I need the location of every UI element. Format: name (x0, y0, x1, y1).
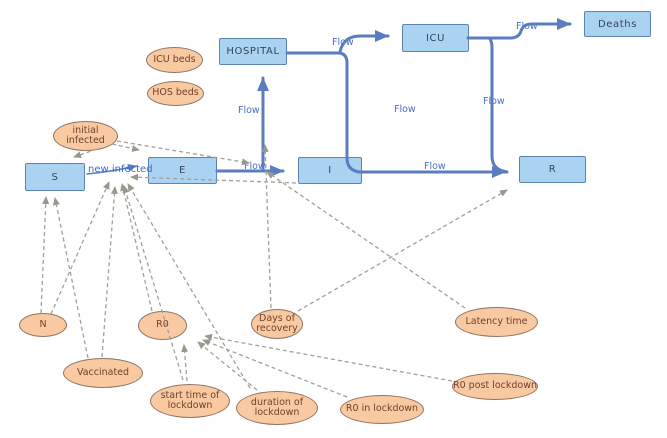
variable-days-of-recovery[interactable]: Days of recovery (251, 309, 303, 339)
stock-deaths[interactable]: Deaths (584, 11, 651, 37)
link-start-time-new-infected (122, 185, 184, 381)
link-r0-in-lockdown-r0 (202, 339, 348, 398)
flow-label-icu-r[interactable]: Flow (483, 96, 505, 107)
flow-label-icu-deaths[interactable]: Flow (516, 21, 538, 32)
flow-label-hospital-icu[interactable]: Flow (332, 37, 354, 48)
link-n-new-infected (50, 181, 110, 315)
flow-label-i-r[interactable]: Flow (424, 161, 446, 172)
variable-r0[interactable]: R0 (138, 311, 187, 340)
link-duration-new-infected (127, 183, 251, 389)
variable-hos-beds[interactable]: HOS beds (147, 81, 204, 106)
variable-duration-of-lockdown[interactable]: duration of lockdown (236, 391, 318, 425)
flow-label-i-hospital[interactable]: Flow (238, 105, 260, 116)
link-r0-post-lockdown-r0 (204, 333, 453, 382)
variable-latency-time[interactable]: Latency time (455, 307, 538, 337)
link-days-of-recovery-flow-ir (297, 189, 508, 312)
flow-label-hospital-r[interactable]: Flow (394, 104, 416, 115)
link-vaccinated-s (52, 197, 89, 359)
link-n-s (40, 196, 50, 314)
flow-label-new-infected[interactable]: new infected (88, 164, 153, 175)
variable-start-time-of-lockdown[interactable]: start time of lockdown (150, 384, 230, 418)
link-latency-time-flow-ei (266, 171, 466, 309)
link-vaccinated-new-infected (101, 186, 118, 358)
variable-initial-infected[interactable]: initial infected (53, 121, 118, 151)
stock-hospital[interactable]: HOSPITAL (219, 38, 287, 65)
flow-label-e-i[interactable]: Flow (244, 161, 266, 172)
stock-i[interactable]: I (298, 157, 362, 184)
variable-r0-post-lockdown[interactable]: R0 post lockdown (452, 373, 538, 400)
link-r0-new-infected (120, 183, 153, 312)
link-start-time-r0 (181, 344, 189, 382)
stock-icu[interactable]: ICU (402, 24, 469, 52)
stock-r[interactable]: R (519, 156, 586, 183)
variable-n[interactable]: N (19, 313, 67, 337)
variable-icu-beds[interactable]: ICU beds (146, 47, 203, 73)
variable-r0-in-lockdown[interactable]: R0 in lockdown (340, 395, 424, 424)
stock-s[interactable]: S (25, 163, 85, 191)
stock-e[interactable]: E (148, 157, 217, 184)
variable-vaccinated[interactable]: Vaccinated (63, 358, 143, 388)
link-duration-r0 (197, 341, 258, 391)
